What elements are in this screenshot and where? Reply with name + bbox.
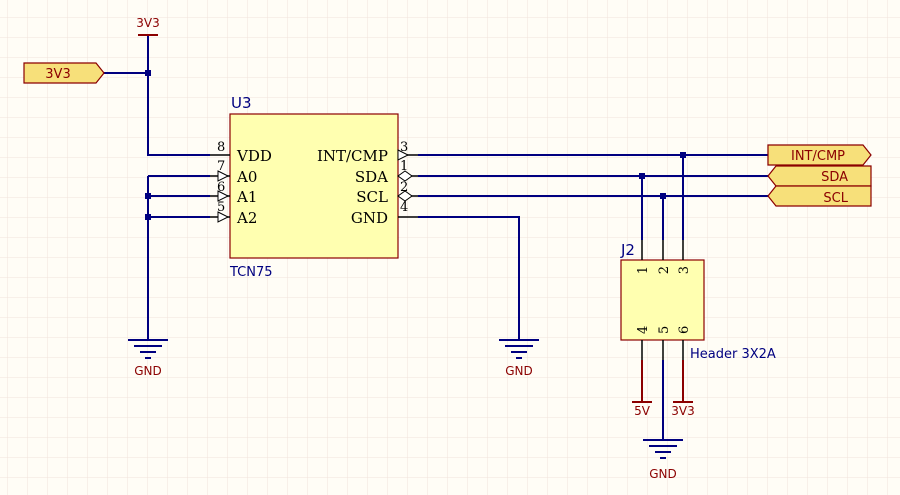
u3-pin-a1[interactable]: 6 A1	[210, 180, 257, 206]
pin-name: SCL	[356, 188, 388, 206]
port-label: 3V3	[45, 67, 70, 82]
power-port-3v3-j2[interactable]: 3V3	[671, 360, 695, 418]
pin-number: 3	[400, 140, 408, 155]
pin-name: SDA	[355, 168, 388, 186]
power-port-label: 5V	[634, 404, 651, 418]
input-arrow-icon	[217, 190, 230, 202]
junction-a1	[145, 214, 151, 220]
power-port-3v3-top[interactable]: 3V3	[136, 16, 160, 36]
wires	[104, 35, 768, 440]
port-int-cmp[interactable]: INT/CMP	[767, 144, 872, 166]
output-arrow-icon	[397, 149, 410, 161]
pin-number: 7	[217, 159, 225, 174]
gnd-symbol-mid[interactable]: GND	[499, 339, 539, 378]
junctions	[145, 70, 686, 220]
pin-name: GND	[351, 209, 388, 227]
wire-gnd-pin	[418, 216, 520, 340]
bidirectional-arrow-icon	[397, 190, 413, 202]
j2-comment: Header 3X2A	[690, 347, 776, 362]
u3-pin-a0[interactable]: 7 A0	[210, 159, 257, 186]
u3-comment: TCN75	[229, 265, 273, 280]
junction-int	[680, 152, 686, 158]
pin-number: 2	[400, 180, 408, 195]
power-port-5v[interactable]: 5V	[632, 360, 652, 418]
junction-sda	[639, 173, 645, 179]
pin-name: A2	[236, 209, 257, 227]
port-scl[interactable]: SCL	[767, 185, 872, 207]
u3-pin-sda[interactable]: 1 SDA	[355, 159, 418, 186]
port-label: SCL	[823, 191, 848, 206]
port-label: SDA	[821, 170, 848, 185]
junction-a0	[145, 193, 151, 199]
u3-body	[229, 113, 399, 259]
u3-pin-gnd[interactable]: 4 GND	[351, 200, 418, 227]
u3-pin-scl[interactable]: 2 SCL	[356, 180, 418, 206]
input-arrow-icon	[217, 170, 230, 182]
u3-pin-int-cmp[interactable]: 3 INT/CMP	[317, 140, 418, 165]
pin-number: 6	[217, 180, 225, 195]
pin-number: 8	[217, 140, 225, 155]
u3-pin-a2[interactable]: 5 A2	[210, 200, 257, 227]
pin-number: 1	[400, 159, 408, 174]
gnd-label: GND	[649, 467, 677, 481]
gnd-symbol-bottom[interactable]: GND	[643, 439, 683, 481]
pin-name: A1	[236, 188, 257, 206]
j2-pin-number: 1	[636, 266, 651, 274]
pin-name: VDD	[236, 147, 272, 165]
pin-number: 5	[217, 200, 225, 215]
j2-body	[620, 259, 705, 341]
pin-name: A0	[236, 168, 257, 186]
component-j2[interactable]: J2 Header 3X2A 1 2 3 4 5 6	[620, 240, 776, 362]
gnd-label: GND	[134, 364, 162, 378]
j2-designator: J2	[620, 241, 635, 259]
port-label: INT/CMP	[791, 149, 845, 164]
input-arrow-icon	[217, 211, 230, 223]
j2-pin-number: 4	[636, 326, 651, 334]
j2-pin-number: 2	[657, 266, 672, 274]
bidirectional-arrow-icon	[397, 170, 413, 182]
u3-pin-vdd[interactable]: 8 VDD	[210, 140, 272, 165]
component-u3[interactable]: U3 TCN75 8 VDD 7 A0 6 A1 5 A2	[210, 94, 418, 280]
gnd-label: GND	[505, 364, 533, 378]
junction-3v3	[145, 70, 151, 76]
power-port-label: 3V3	[671, 404, 694, 418]
pin-name: INT/CMP	[317, 147, 388, 165]
u3-designator: U3	[231, 94, 252, 112]
j2-pin-number: 5	[657, 326, 672, 334]
gnd-symbol-left[interactable]: GND	[128, 339, 168, 378]
port-sda[interactable]: SDA	[767, 165, 872, 187]
junction-scl	[660, 193, 666, 199]
port-3v3-input[interactable]: 3V3	[23, 62, 105, 84]
j2-pin-number: 3	[677, 266, 692, 274]
pin-number: 4	[400, 200, 408, 215]
j2-pin-number: 6	[677, 326, 692, 334]
power-port-label: 3V3	[136, 16, 159, 30]
